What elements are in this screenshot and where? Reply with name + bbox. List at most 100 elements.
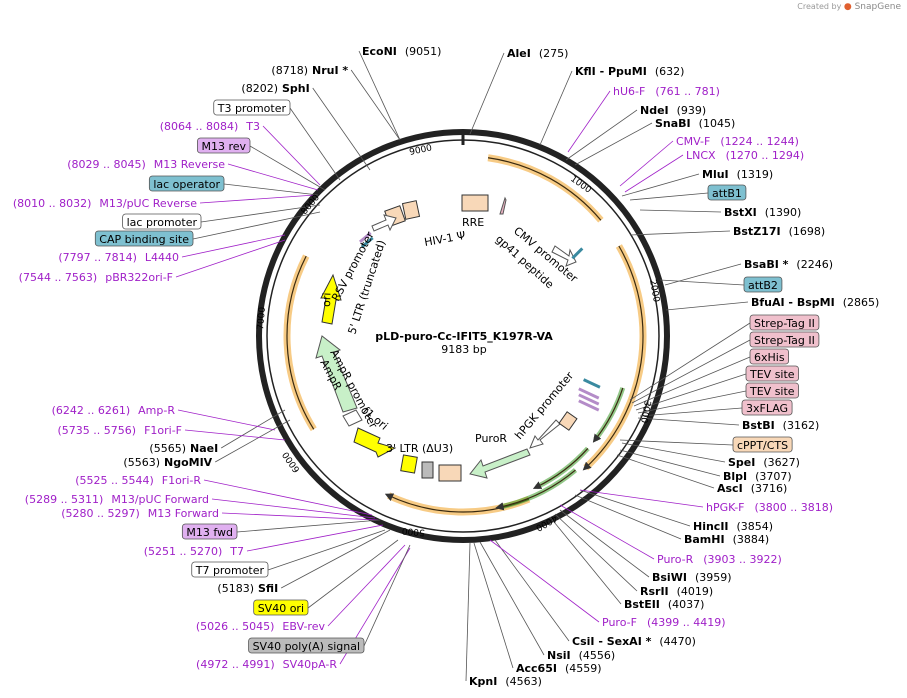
box-right-label-6: TEV site bbox=[749, 385, 795, 398]
box-left-label-8: SV40 poly(A) signal bbox=[253, 640, 360, 653]
box-left-leader-1 bbox=[249, 145, 326, 191]
box-right-3 bbox=[749, 331, 820, 348]
primer-left-range-2: (8010 .. 8032) bbox=[13, 197, 92, 210]
primer-left-leader-0 bbox=[262, 125, 321, 186]
box-right-2 bbox=[749, 314, 820, 331]
enzyme-name-20: NsiI bbox=[547, 649, 571, 662]
box-left-1 bbox=[197, 137, 251, 154]
box-left-2 bbox=[148, 175, 225, 192]
primer-right-leader-5 bbox=[489, 539, 600, 623]
primer-right-range-3: (3800 .. 3818) bbox=[754, 501, 833, 514]
enzyme-leader-17 bbox=[554, 513, 638, 592]
plasmid-name: pLD-puro-Cc-IFIT5_K197R-VA bbox=[375, 330, 553, 343]
enzyme-name-9: BfuAI - BspMI bbox=[751, 296, 835, 309]
enzyme-leader-13 bbox=[616, 454, 715, 489]
box-left-0 bbox=[213, 99, 291, 116]
enzyme-name-21: Acc65I bbox=[516, 662, 557, 675]
primer-right-range-2: (1270 .. 1294) bbox=[726, 149, 805, 162]
ltr3-feature bbox=[438, 464, 462, 482]
box-left-leader-6 bbox=[267, 529, 386, 571]
primer-left-name-8: M13/pUC Forward bbox=[111, 493, 209, 506]
primer-left-range-0: (8064 .. 8084) bbox=[160, 120, 239, 133]
enzyme-name-1: AleI bbox=[507, 47, 531, 60]
primer-right-range-4: (3903 .. 3922) bbox=[703, 553, 782, 566]
box-left-6 bbox=[191, 561, 269, 578]
enzyme-name-2: KflI - PpuMI bbox=[575, 65, 647, 78]
enzyme-pos-15: (3884) bbox=[733, 533, 770, 546]
enzyme-name-19: CsiI - SexAI * bbox=[572, 635, 652, 648]
enzyme-left-pos-1: (8202) bbox=[241, 82, 278, 95]
enzyme-left-leader-3 bbox=[215, 419, 291, 463]
enzyme-pos-6: (1390) bbox=[765, 206, 802, 219]
enzyme-name-17: RsrII bbox=[640, 585, 669, 598]
arc-green-2 bbox=[532, 448, 589, 489]
box-right-leader-2 bbox=[629, 322, 751, 401]
box-right-leader-0 bbox=[629, 192, 709, 201]
primer-left-leader-8 bbox=[211, 498, 376, 519]
snapgene-logo: ● SnapGene bbox=[844, 2, 901, 12]
box-left-leader-2 bbox=[223, 183, 319, 196]
primer-left-range-5: (6242 .. 6261) bbox=[52, 404, 131, 417]
enzyme-left-pos-0: (8718) bbox=[271, 64, 308, 77]
enzyme-left-leader-4 bbox=[280, 529, 391, 589]
enzyme-leader-16 bbox=[559, 509, 650, 578]
enzyme-leader-21 bbox=[473, 542, 514, 669]
enzyme-pos-3: (939) bbox=[677, 104, 707, 117]
enzyme-pos-5: (1319) bbox=[737, 168, 774, 181]
enzyme-name-5: MluI bbox=[702, 168, 729, 181]
box-right-label-3: Strep-Tag II bbox=[754, 334, 815, 347]
primer-left-name-5: Amp-R bbox=[138, 404, 175, 417]
enzyme-pos-1: (275) bbox=[539, 47, 569, 60]
enzyme-leader-15 bbox=[574, 494, 682, 540]
box-right-leader-8 bbox=[619, 439, 734, 446]
box-right-label-1: attB2 bbox=[748, 279, 778, 292]
box-left-label-1: M13 rev bbox=[201, 140, 246, 153]
primer-left-range-6: (5735 .. 5756) bbox=[58, 424, 137, 437]
enzyme-left-leader-1 bbox=[312, 87, 371, 171]
box-left-leader-3 bbox=[200, 204, 321, 223]
arc-green-3-halo bbox=[498, 468, 578, 510]
enzyme-pos-9: (2865) bbox=[843, 296, 880, 309]
enzyme-pos-0: (9051) bbox=[405, 45, 442, 58]
box-right-label-8: cPPT/CTS bbox=[737, 439, 788, 452]
box-left-label-2: lac operator bbox=[153, 178, 220, 191]
hiv-psi-feature bbox=[401, 200, 421, 220]
enzyme-pos-19: (4470) bbox=[659, 635, 696, 648]
box-left-label-4: CAP binding site bbox=[99, 233, 189, 246]
primer-left-range-7: (5525 .. 5544) bbox=[75, 474, 154, 487]
enzyme-leader-22 bbox=[465, 542, 471, 682]
inner-features bbox=[315, 194, 601, 482]
enzyme-name-11: SpeI bbox=[728, 456, 755, 469]
primer-left-leader-11 bbox=[327, 544, 406, 627]
ampr-promoter-arrow bbox=[342, 409, 363, 427]
enzyme-left-leader-2 bbox=[220, 409, 286, 449]
arc-left bbox=[286, 255, 315, 430]
primer-right-leader-0 bbox=[567, 90, 611, 153]
primer-right-range-0: (761 .. 781) bbox=[655, 85, 720, 98]
primer-left-leader-10 bbox=[246, 524, 384, 552]
arc-green-1 bbox=[592, 387, 624, 443]
puror-arrow bbox=[469, 448, 531, 479]
tick-7000: 7000 bbox=[256, 306, 268, 330]
enzyme-leader-19 bbox=[494, 539, 570, 642]
box-right-0 bbox=[707, 184, 747, 201]
enzyme-leader-8 bbox=[664, 263, 742, 286]
primer-right-range-1: (1224 .. 1244) bbox=[720, 135, 799, 148]
sv40-ori-feature bbox=[400, 454, 418, 474]
enzyme-pos-8: (2246) bbox=[796, 258, 833, 271]
enzyme-pos-10: (3162) bbox=[783, 419, 820, 432]
enzyme-pos-17: (4019) bbox=[677, 585, 714, 598]
box-right-7 bbox=[741, 399, 793, 416]
primer-left-name-9: M13 Forward bbox=[148, 507, 219, 520]
primer-left-leader-6 bbox=[184, 429, 286, 441]
box-left-5 bbox=[181, 523, 238, 540]
primer-right-leader-2 bbox=[624, 154, 684, 193]
primer-left-range-9: (5280 .. 5297) bbox=[61, 507, 140, 520]
primer-right-leader-3 bbox=[579, 489, 704, 508]
box-right-8 bbox=[732, 436, 793, 453]
enzyme-pos-20: (4556) bbox=[579, 649, 616, 662]
box-left-label-5: M13 fwd bbox=[186, 526, 233, 539]
box-left-leader-4 bbox=[192, 211, 321, 240]
label-puror: PuroR bbox=[475, 432, 507, 445]
primer-left-leader-7 bbox=[203, 479, 373, 516]
